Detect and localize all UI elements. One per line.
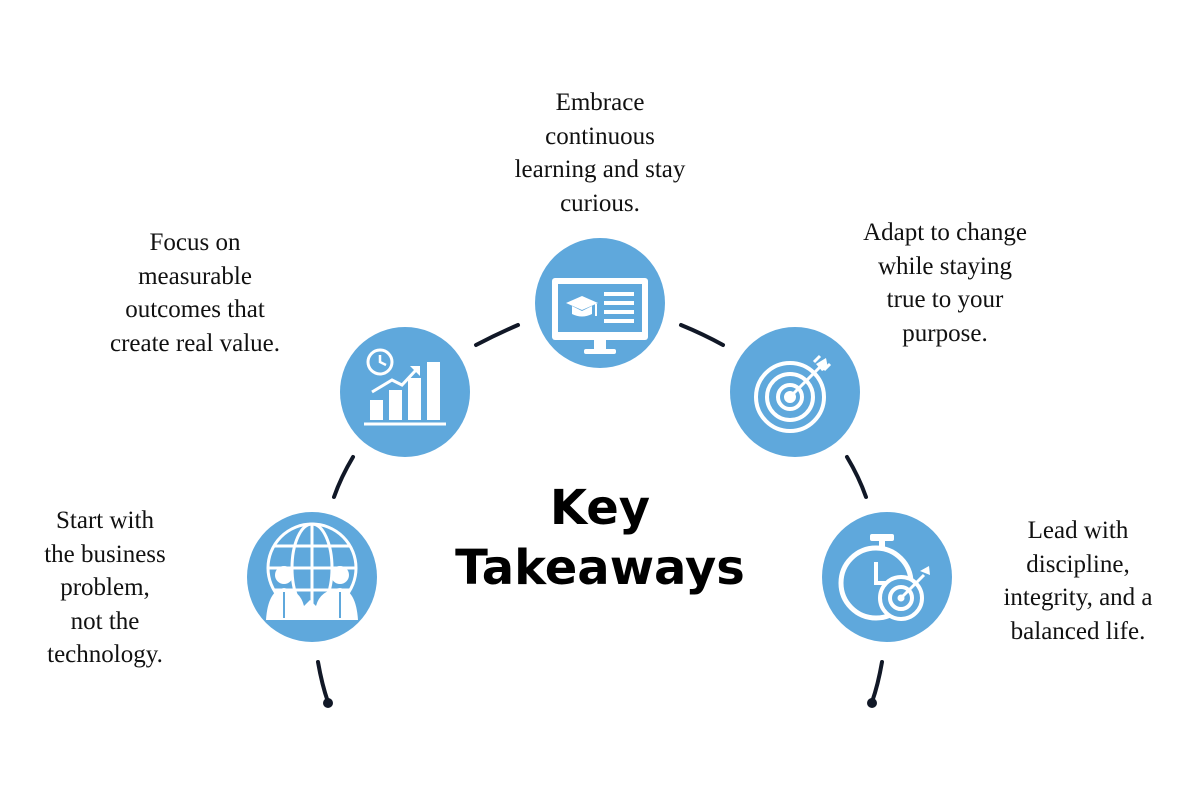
step-caption-2: Focus on measurable outcomes that create…: [109, 229, 280, 357]
arc-segment-6: [870, 660, 884, 704]
title-line-2: Takeaways: [455, 540, 745, 596]
step-caption-4: Adapt to change while staying true to yo…: [863, 219, 1027, 347]
step-circle-4: [730, 327, 860, 457]
growth-chart-icon: [364, 348, 446, 426]
online-learning-icon: [552, 278, 648, 354]
target-icon: [754, 354, 832, 433]
arc-segment-2: [332, 455, 355, 499]
step-circle-3: [535, 238, 665, 368]
arc-segment-1: [316, 660, 330, 704]
arc-end-dot-right: [867, 698, 877, 708]
arc-end-dot-left: [323, 698, 333, 708]
step-circle-5: [822, 512, 952, 642]
stopwatch-target-icon: [838, 534, 930, 621]
arc-segment-5: [845, 455, 868, 499]
step-caption-1: Start with the business problem, not the…: [44, 507, 166, 668]
title-line-1: Key: [549, 480, 651, 536]
arc-segment-3: [474, 323, 520, 347]
step-caption-3: Embrace continuous learning and stay cur…: [514, 89, 686, 217]
step-circle-2: [340, 327, 470, 457]
step-caption-5: Lead with discipline, integrity, and a b…: [1003, 517, 1153, 645]
arc-segment-4: [679, 323, 725, 347]
diagram-title: Key Takeaways: [420, 478, 780, 598]
step-circle-1: [247, 512, 377, 642]
